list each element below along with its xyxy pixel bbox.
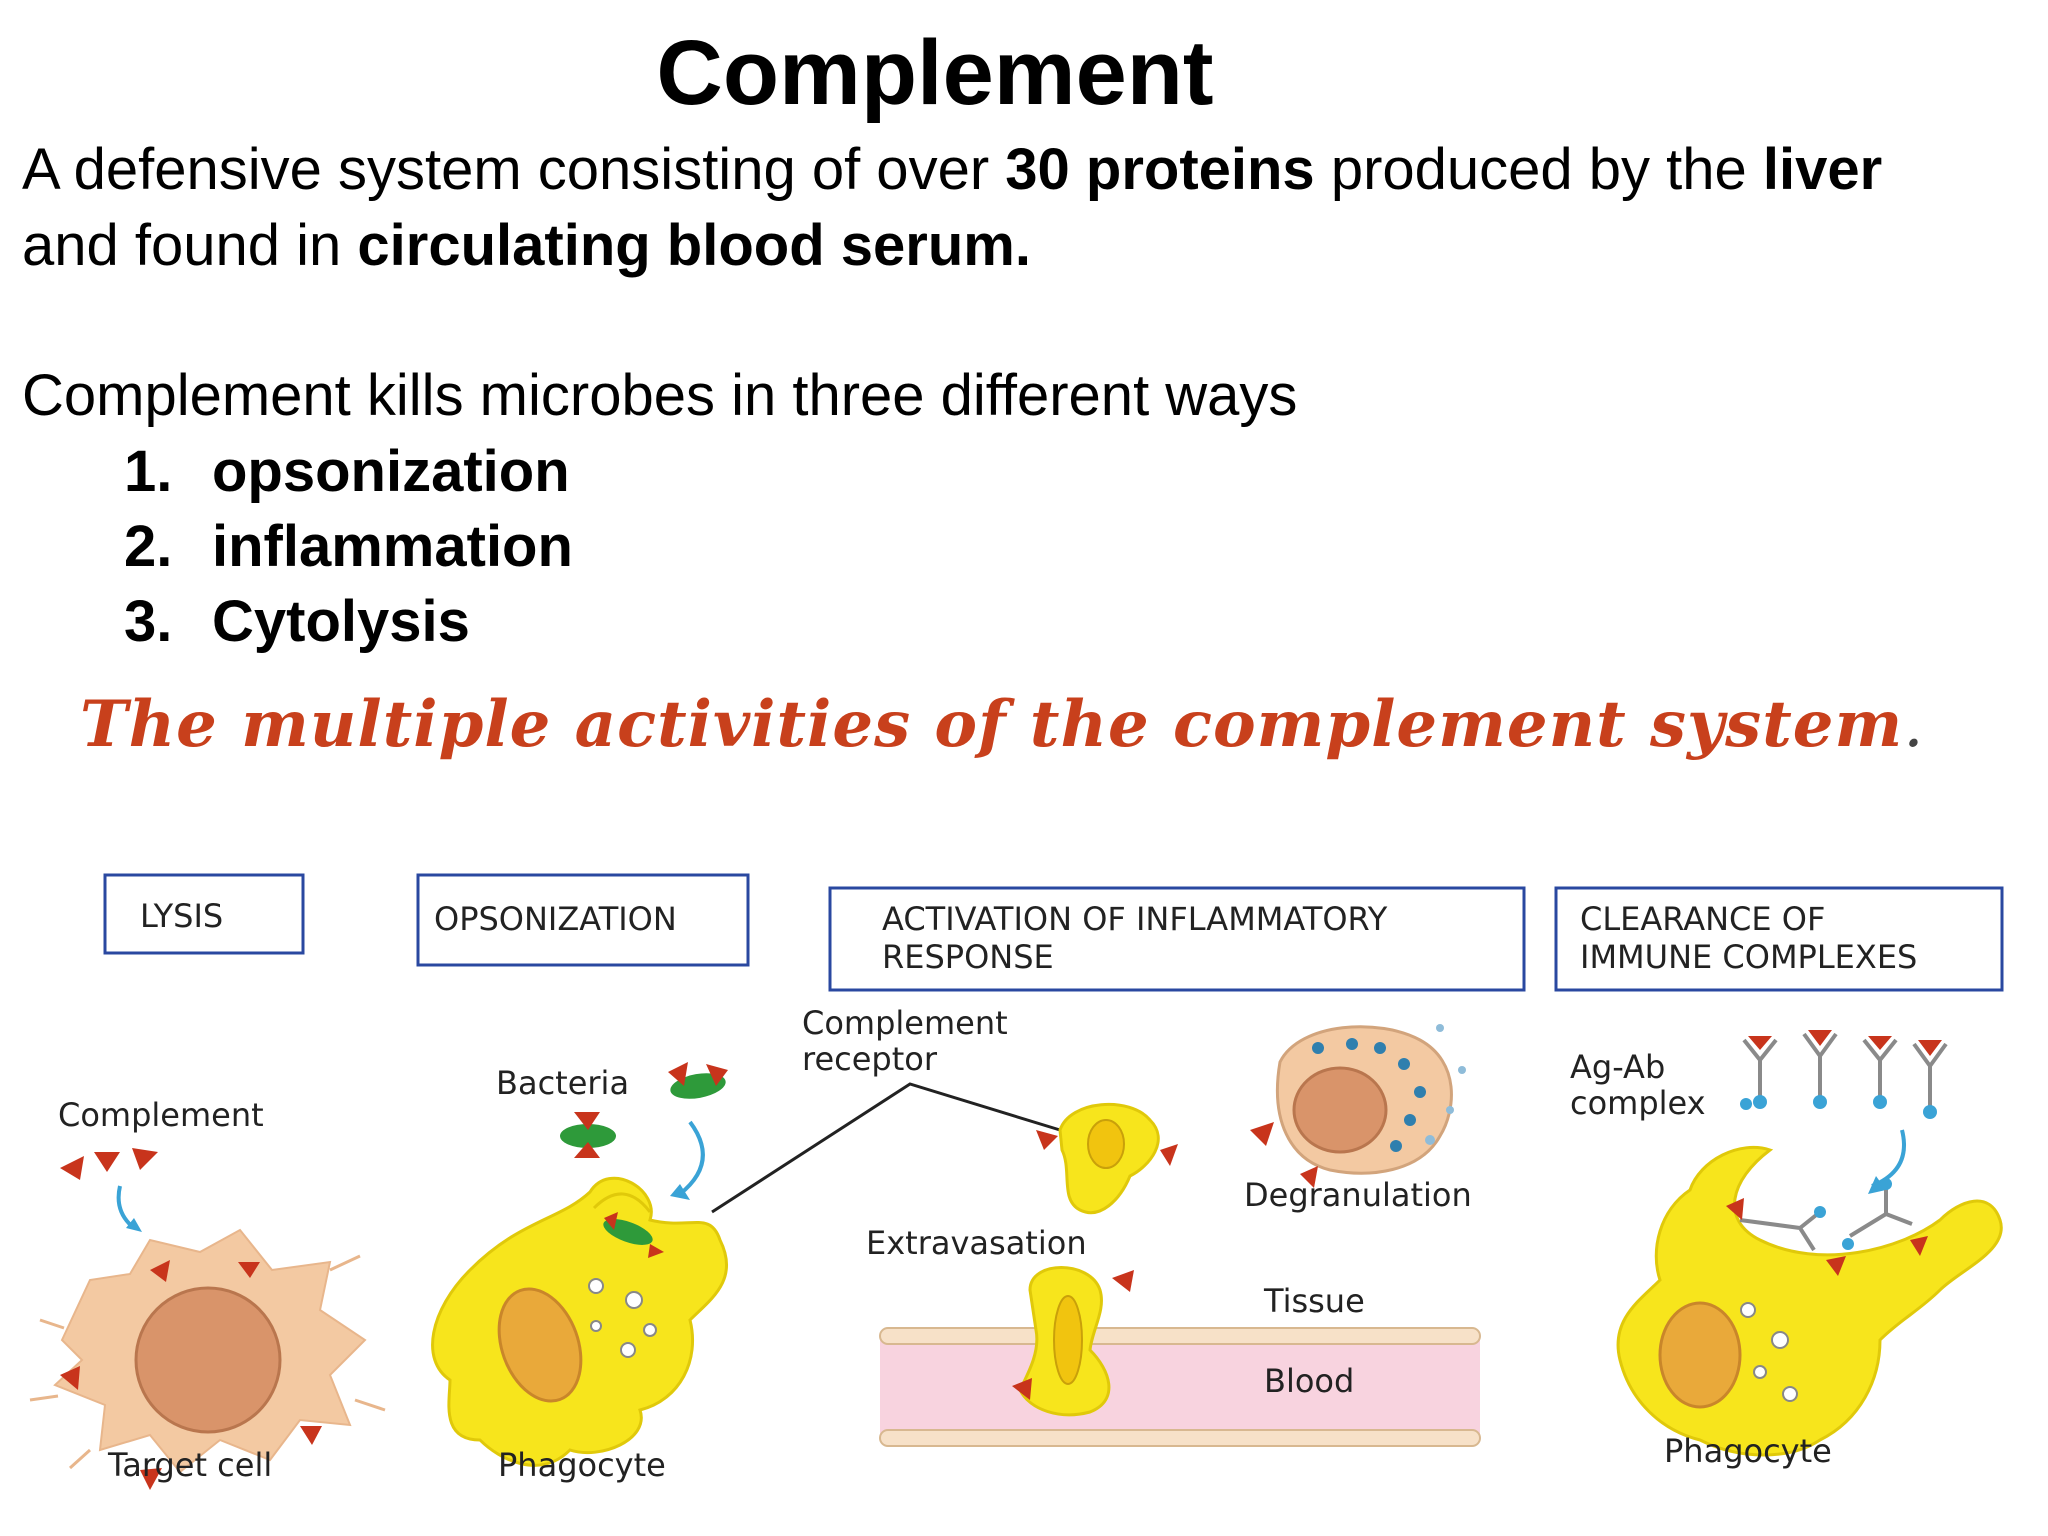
- list-number: 2.: [124, 514, 173, 579]
- intro-text: produced by the: [1314, 137, 1763, 202]
- arrow-icon: [678, 1120, 705, 1196]
- phagocyte-left-label: Phagocyte: [498, 1446, 666, 1484]
- box-clearance-label-2: IMMUNE COMPLEXES: [1580, 938, 1917, 976]
- complement-protein-icon: [60, 1260, 322, 1490]
- blood-label: Blood: [1264, 1362, 1354, 1400]
- box-clearance-label-1: CLEARANCE OF: [1580, 900, 1825, 938]
- box-inflammatory-label-1: ACTIVATION OF INFLAMMATORY: [882, 900, 1388, 938]
- target-cell-label: Target cell: [107, 1446, 272, 1484]
- bacteria-label: Bacteria: [496, 1064, 629, 1102]
- intro-emphasis: liver: [1762, 137, 1883, 202]
- target-cell-icon: [29, 1228, 386, 1474]
- degranulation-label: Degranulation: [1244, 1176, 1472, 1214]
- agab-label-1: Ag-Ab: [1570, 1048, 1665, 1086]
- blood-vessel-icon: [879, 1327, 1481, 1447]
- intro-line-1: A defensive system consisting of over 30…: [22, 132, 1882, 208]
- ways-intro: Complement kills microbes in three diffe…: [22, 363, 1298, 428]
- list-label: inflammation: [212, 514, 573, 579]
- leukocyte-crossing-icon: [1012, 1266, 1134, 1417]
- box-lysis: LYSIS: [103, 873, 305, 955]
- receptor-pointer-line: [711, 1082, 1061, 1214]
- box-inflammatory-label-2: RESPONSE: [882, 938, 1054, 976]
- intro-emphasis: 30 proteins: [1005, 137, 1315, 202]
- intro-text: and found in: [22, 213, 358, 278]
- intro-emphasis: circulating blood serum.: [357, 213, 1031, 278]
- box-clearance: CLEARANCE OF IMMUNE COMPLEXES: [1554, 886, 2004, 992]
- diagram-title: The multiple activities of the complemen…: [80, 680, 1925, 770]
- complement-receptor-label-2: receptor: [802, 1040, 938, 1078]
- antibody-complex-icon: [1742, 1032, 1948, 1110]
- bacteria-icon: [560, 1062, 728, 1158]
- arrow-head-icon: [670, 1184, 690, 1200]
- list-item: 3. Cytolysis: [124, 584, 470, 660]
- list-item: 2. inflammation: [124, 509, 573, 585]
- diagram-title-text: The multiple activities of the complemen…: [80, 687, 1904, 762]
- box-opsonization-label: OPSONIZATION: [434, 900, 677, 938]
- list-number: 3.: [124, 589, 173, 654]
- complement-label: Complement: [58, 1096, 264, 1134]
- diagram-title-end: .: [1903, 688, 1925, 762]
- list-label: Cytolysis: [212, 589, 470, 654]
- mast-cell-icon: [1250, 1024, 1466, 1188]
- arrow-head-icon: [1868, 1176, 1886, 1194]
- list-number: 1.: [124, 439, 173, 504]
- phagocyte-right-label: Phagocyte: [1664, 1432, 1832, 1470]
- complement-receptor-label-1: Complement: [802, 1004, 1008, 1042]
- box-inflammatory-response: ACTIVATION OF INFLAMMATORY RESPONSE: [828, 886, 1526, 992]
- extravasation-label: Extravasation: [866, 1224, 1087, 1262]
- complement-activities-diagram: LYSIS OPSONIZATION ACTIVATION OF INFLAMM…: [29, 873, 2004, 1490]
- complement-protein-icon: [60, 1148, 158, 1180]
- agab-label-2: complex: [1570, 1084, 1706, 1122]
- list-item: 1. opsonization: [124, 434, 570, 510]
- box-opsonization: OPSONIZATION: [416, 873, 750, 967]
- list-label: opsonization: [212, 439, 570, 504]
- tissue-label: Tissue: [1263, 1282, 1365, 1320]
- page-title: Complement: [656, 22, 1214, 124]
- intro-line-2: and found in circulating blood serum.: [22, 208, 1031, 284]
- intro-text: A defensive system consisting of over: [22, 137, 1006, 202]
- extravasating-cell-icon: [1036, 1102, 1178, 1215]
- box-lysis-label: LYSIS: [140, 897, 223, 935]
- phagocyte-right-icon: [1616, 1145, 2003, 1457]
- phagocyte-icon: [431, 1176, 728, 1467]
- arrow-head-icon: [126, 1218, 142, 1232]
- antigen-icon: [1740, 1030, 1942, 1119]
